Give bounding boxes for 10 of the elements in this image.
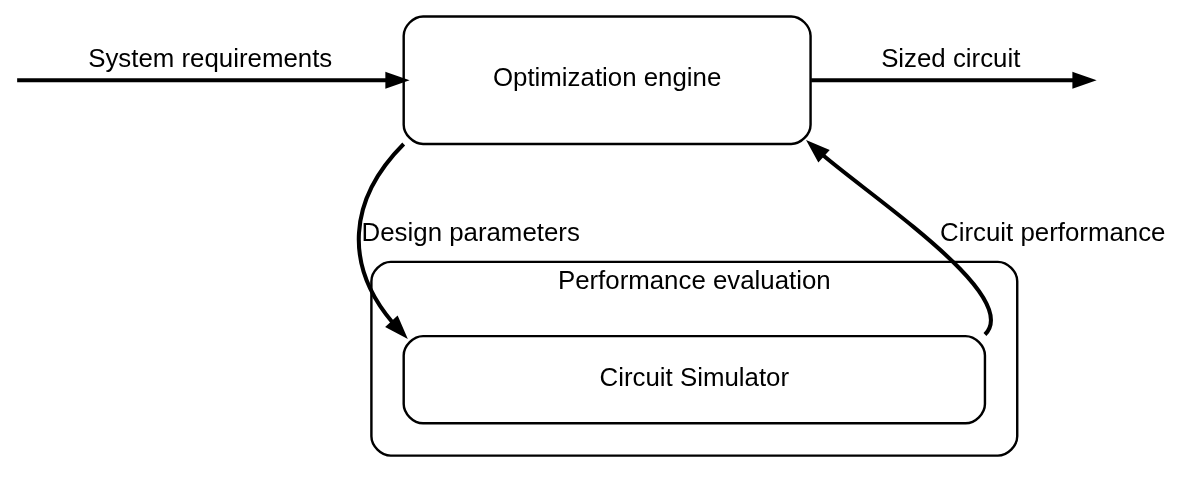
edge-label: Design parameters xyxy=(361,217,580,246)
edge-label: System requirements xyxy=(88,43,333,72)
edge-label: Circuit performance xyxy=(940,217,1166,246)
node-box: Circuit Simulator xyxy=(402,334,987,425)
arrow xyxy=(806,139,993,336)
arrow xyxy=(17,71,410,89)
edge-label: Sized circuit xyxy=(881,43,1021,72)
node-box: Optimization engine xyxy=(402,15,812,146)
arrow xyxy=(357,142,408,340)
arrow xyxy=(811,71,1097,89)
